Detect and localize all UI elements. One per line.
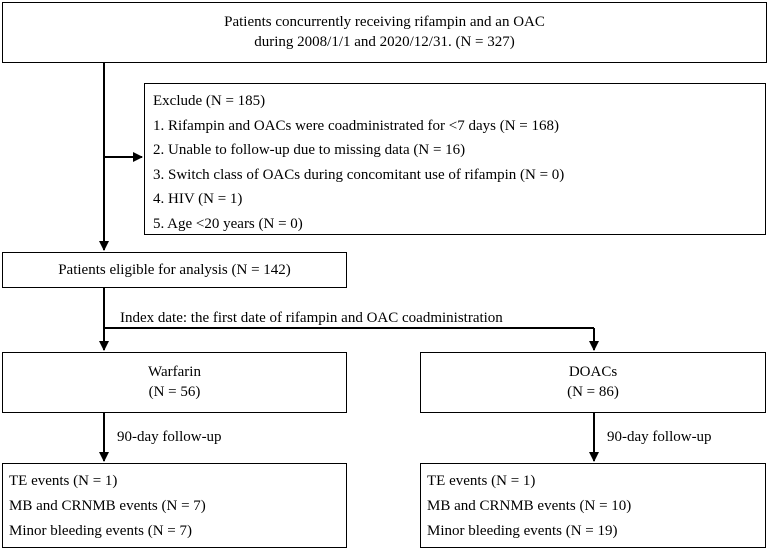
doacs-outcomes-box: TE events (N = 1) MB and CRNMB events (N… xyxy=(420,463,766,548)
outcome-item: Minor bleeding events (N = 7) xyxy=(9,523,193,539)
outcome-item: TE events (N = 1) xyxy=(427,473,536,489)
index-date-label: Index date: the first date of rifampin a… xyxy=(118,309,505,327)
outcome-item: Minor bleeding events (N = 19) xyxy=(427,523,618,539)
top-box: Patients concurrently receiving rifampin… xyxy=(2,2,767,63)
exclude-item: 1. Rifampin and OACs were coadministrate… xyxy=(153,117,559,134)
exclude-item: 2. Unable to follow-up due to missing da… xyxy=(153,142,466,158)
top-line-2: during 2008/1/1 and 2020/12/31. (N = 327… xyxy=(254,34,515,50)
doacs-name: DOACs xyxy=(568,364,618,380)
outcome-item: TE events (N = 1) xyxy=(9,473,118,489)
exclude-item: 5. Age <20 years (N = 0) xyxy=(153,215,303,232)
warfarin-n: (N = 56) xyxy=(148,384,201,400)
exclude-item: 3. Switch class of OACs during concomita… xyxy=(153,166,565,183)
doacs-box: DOACs (N = 86) xyxy=(420,352,766,413)
exclude-item: 4. HIV (N = 1) xyxy=(153,191,243,207)
exclude-box: Exclude (N = 185) 1. Rifampin and OACs w… xyxy=(144,83,766,235)
eligible-text: Patients eligible for analysis (N = 142) xyxy=(58,262,291,278)
warfarin-box: Warfarin (N = 56) xyxy=(2,352,347,413)
outcome-item: MB and CRNMB events (N = 7) xyxy=(9,498,206,514)
eligible-box: Patients eligible for analysis (N = 142) xyxy=(2,252,347,288)
doacs-n: (N = 86) xyxy=(567,384,619,400)
warfarin-followup-label: 90-day follow-up xyxy=(117,428,222,446)
top-line-1: Patients concurrently receiving rifampin… xyxy=(224,14,545,30)
warfarin-name: Warfarin xyxy=(148,364,201,380)
outcome-item: MB and CRNMB events (N = 10) xyxy=(427,498,632,514)
exclude-title: Exclude (N = 185) xyxy=(153,93,266,109)
doacs-followup-label: 90-day follow-up xyxy=(607,428,712,446)
warfarin-outcomes-box: TE events (N = 1) MB and CRNMB events (N… xyxy=(2,463,347,548)
